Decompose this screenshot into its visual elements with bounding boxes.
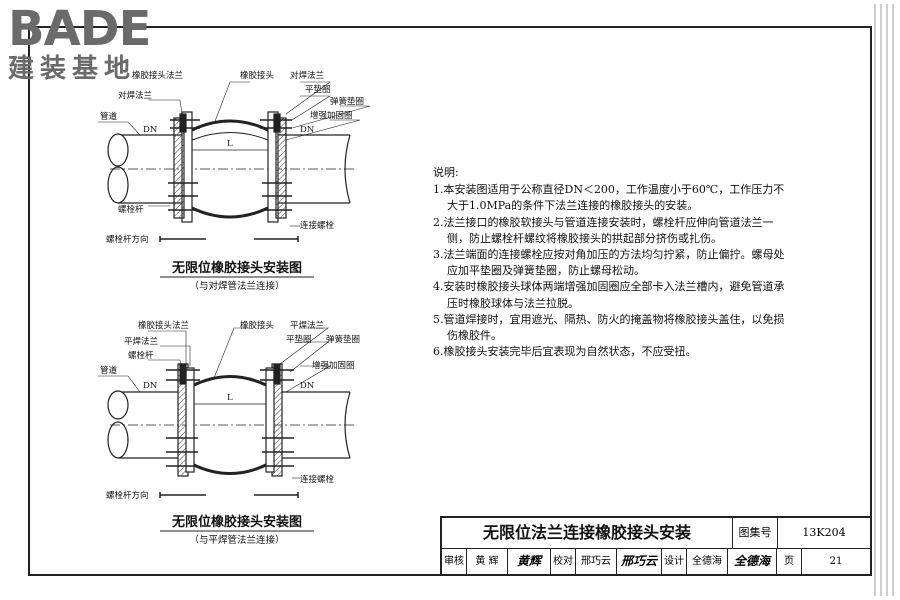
title-block-row-1: 无限位法兰连接橡胶接头安装 图集号 13K204 bbox=[442, 518, 870, 549]
installation-notes: 说明: 1.本安装图适用于公称直径DN＜200，工作温度小于60℃，工作压力不大… bbox=[433, 165, 793, 360]
label-flat-washer: 平垫圈 bbox=[305, 84, 331, 95]
label-rubber-flange: 橡胶接头法兰 bbox=[138, 320, 189, 331]
figure-2-subcaption: （与平焊管法兰连接） bbox=[189, 534, 284, 546]
note-item: 3.法兰端面的连接螺栓应按对角加压的方法均匀拧紧，防止偏拧。螺母处应加平垫圈及弹… bbox=[433, 248, 785, 278]
label-dn-left-2: DN bbox=[143, 381, 158, 391]
page-stack-edge bbox=[874, 4, 876, 596]
note-item: 4.安装时橡胶接头球体两端增强加固圈应全部卡入法兰槽内，避免管道承压时橡胶球体与… bbox=[433, 280, 785, 310]
designer-name: 全德海 bbox=[687, 549, 728, 574]
label-pipe-2: 管道 bbox=[100, 365, 118, 376]
label-rubber-joint: 橡胶接头 bbox=[240, 70, 275, 81]
checker-signature: 邢巧云 bbox=[617, 549, 662, 574]
reviewer-signature: 黄辉 bbox=[508, 549, 551, 574]
reviewer-name: 黄 辉 bbox=[467, 549, 508, 574]
design-label: 设计 bbox=[662, 549, 687, 574]
label-length-2: L bbox=[227, 393, 233, 403]
page-stack-edge bbox=[886, 4, 888, 596]
label-flat-weld-flange: 平焊法兰 bbox=[124, 336, 158, 347]
figure-1-subcaption: （与对焊管法兰连接） bbox=[189, 280, 284, 292]
label-length: L bbox=[227, 139, 233, 149]
note-item: 5.管道焊接时，宜用遮光、隔热、防火的掩盖物将橡胶接头盖住，以免损伤橡胶件。 bbox=[433, 312, 785, 343]
page-number: 21 bbox=[829, 556, 843, 567]
label-pipe: 管道 bbox=[100, 111, 118, 122]
label-bolt-rod-2: 螺栓杆 bbox=[128, 350, 154, 361]
notes-title: 说明: bbox=[433, 166, 459, 179]
page-stack-edge bbox=[880, 4, 882, 596]
label-right-flange-2: 平焊法兰 bbox=[290, 320, 324, 331]
logo-subtitle: 建装基地 bbox=[8, 54, 137, 84]
bade-logo: BADE 建装基地 bbox=[8, 4, 178, 84]
logo-wordmark: BADE bbox=[8, 1, 151, 57]
label-right-flange: 对焊法兰 bbox=[290, 70, 324, 81]
note-item: 2.法兰接口的橡胶软接头与管道连接安装时，螺栓杆应伸向管道法兰一侧，防止螺栓杆螺… bbox=[433, 215, 774, 245]
label-bolt-rod: 螺栓杆 bbox=[118, 204, 144, 215]
atlas-number-label: 图集号 bbox=[733, 518, 778, 548]
figure-1-diagram bbox=[98, 81, 371, 242]
title-block: 无限位法兰连接橡胶接头安装 图集号 13K204 审核 黄 辉 黄辉 校对 邢巧… bbox=[440, 516, 870, 574]
atlas-number: 13K204 bbox=[802, 526, 846, 539]
label-connecting-bolt-2: 连接螺栓 bbox=[300, 474, 335, 485]
label-flat-washer-2: 平垫圈 bbox=[286, 334, 312, 345]
title-block-row-2: 审核 黄 辉 黄辉 校对 邢巧云 邢巧云 设计 全德海 全德海 页 21 bbox=[442, 549, 870, 574]
drawing-title: 无限位法兰连接橡胶接头安装 bbox=[442, 518, 733, 548]
note-item: 1.本安装图适用于公称直径DN＜200，工作温度小于60℃，工作压力不大于1.0… bbox=[433, 183, 785, 213]
note-item: 6.橡胶接头安装完毕后宜表现为自然状态，不应受扭。 bbox=[433, 345, 697, 359]
check-label: 校对 bbox=[551, 549, 576, 574]
designer-signature: 全德海 bbox=[728, 549, 777, 574]
figure-2-caption: 无限位橡胶接头安装图 bbox=[171, 514, 302, 530]
label-dn-right-2: DN bbox=[300, 381, 315, 391]
label-reinforcement-ring-2: 增强加固圈 bbox=[312, 360, 355, 371]
label-bolt-direction-2: 螺栓杆方向 bbox=[106, 490, 149, 501]
label-left-flange-partial: 橡胶接头法兰 bbox=[132, 70, 183, 81]
label-reinforcement-ring: 增强加固圈 bbox=[310, 110, 353, 121]
label-spring-washer-2: 弹簧垫圈 bbox=[326, 334, 360, 345]
figure-1-caption: 无限位橡胶接头安装图 bbox=[171, 260, 302, 276]
checker-name: 邢巧云 bbox=[576, 549, 617, 574]
review-label: 审核 bbox=[442, 549, 467, 574]
label-dn-right: DN bbox=[300, 125, 315, 135]
label-dn-left: DN bbox=[143, 125, 158, 135]
label-rubber-joint-2: 橡胶接头 bbox=[240, 320, 275, 331]
label-left-flange: 对焊法兰 bbox=[118, 90, 152, 101]
label-connecting-bolt: 连接螺栓 bbox=[300, 220, 335, 231]
drawing-sheet bbox=[28, 26, 872, 576]
page-stack-edge bbox=[892, 4, 894, 596]
label-bolt-direction: 螺栓杆方向 bbox=[106, 234, 149, 245]
figure-2-diagram bbox=[98, 327, 355, 498]
label-spring-washer: 弹簧垫圈 bbox=[330, 96, 364, 107]
page-label: 页 bbox=[777, 549, 802, 574]
